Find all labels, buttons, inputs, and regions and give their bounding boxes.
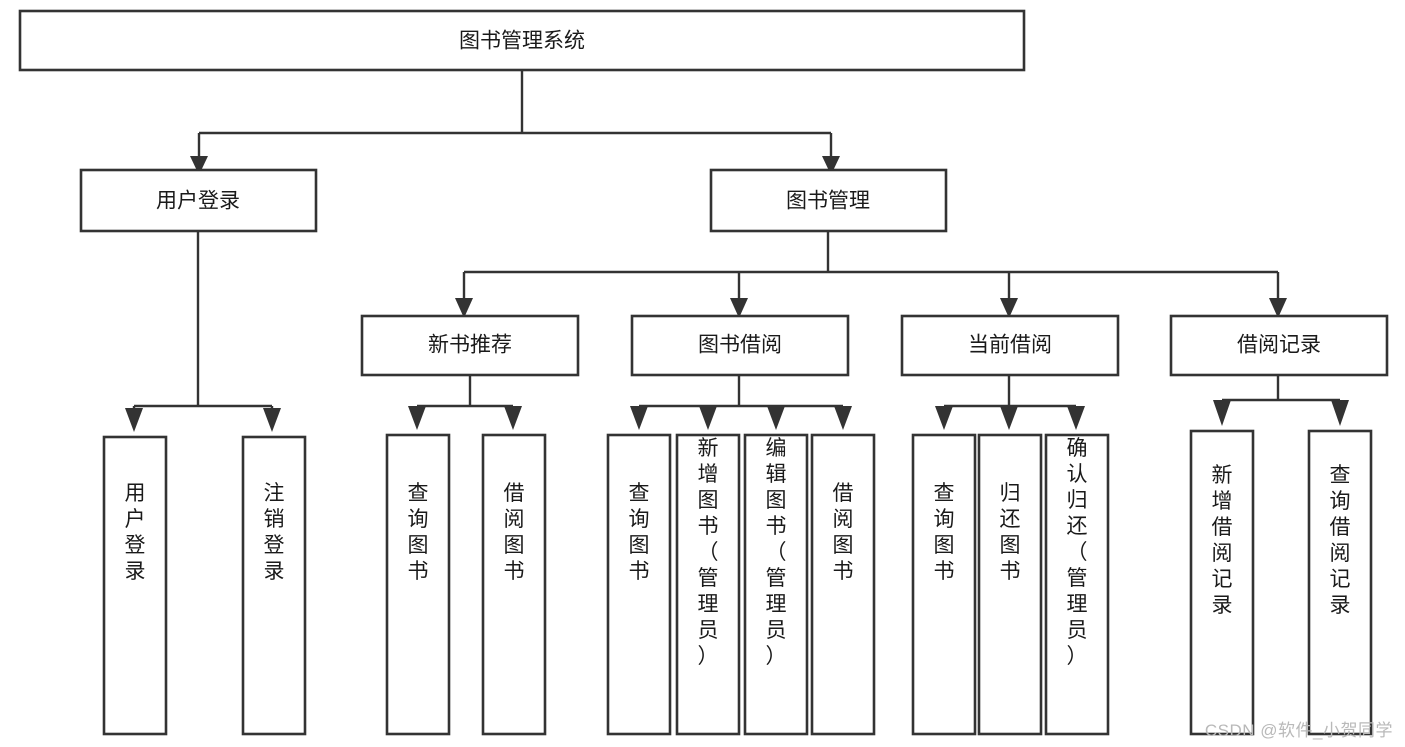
leaf-node[interactable]: 确认归还（管理员） bbox=[1044, 433, 1110, 736]
arrowhead-leaf-return-book bbox=[1000, 406, 1018, 430]
leaf-add-record-label: 新增借阅记录 bbox=[1212, 464, 1233, 617]
leaf-borrow-book-2-label: 借阅图书 bbox=[833, 482, 854, 583]
leaf-query-book-1-label: 查询图书 bbox=[408, 482, 429, 583]
leaf-logout-login-label: 注销登录 bbox=[264, 482, 285, 583]
arrowhead-book-borrow bbox=[730, 298, 748, 318]
arrowhead-leaf-add-book bbox=[699, 406, 717, 430]
leaf-node[interactable]: 查询借阅记录 bbox=[1307, 429, 1373, 736]
user-login-box[interactable] bbox=[79, 168, 318, 233]
csdn-watermark: CSDN @软件_小贺同学 bbox=[1204, 721, 1393, 740]
leaf-logout-login-box[interactable] bbox=[241, 435, 307, 736]
user-login-label: 用户登录 bbox=[156, 190, 240, 213]
arrowhead-leaf-borrow-book-2 bbox=[834, 406, 852, 430]
leaf-query-book-3-label: 查询图书 bbox=[934, 482, 955, 583]
arrowhead-leaf-query-book-2 bbox=[630, 406, 648, 430]
borrow-record-label: 借阅记录 bbox=[1237, 334, 1321, 357]
connector-bookmgmt-to-level3 bbox=[462, 231, 1280, 298]
leaf-return-book-box[interactable] bbox=[977, 433, 1043, 736]
leaf-node[interactable]: 借阅图书 bbox=[481, 433, 547, 736]
node-user-login[interactable]: 用户登录 bbox=[79, 168, 318, 233]
arrowhead-leaf-query-record bbox=[1331, 400, 1349, 426]
leaf-node[interactable]: 查询图书 bbox=[606, 433, 672, 736]
arrowhead-leaf-add-record bbox=[1213, 400, 1231, 426]
leaf-query-book-3-box[interactable] bbox=[911, 433, 977, 736]
leaf-borrow-book-2-box[interactable] bbox=[810, 433, 876, 736]
book-management-box[interactable] bbox=[709, 168, 948, 233]
leaf-edit-book-label: 编辑图书（管理员） bbox=[766, 437, 787, 668]
leaf-query-book-2-label: 查询图书 bbox=[629, 482, 650, 583]
leaf-user-login-box[interactable] bbox=[102, 435, 168, 736]
arrowhead-leaf-borrow-book-1 bbox=[504, 406, 522, 430]
connector-bookborrow-to-leaves bbox=[639, 375, 843, 408]
connector-userlogin-to-leaves bbox=[132, 231, 274, 420]
leaf-query-record-label: 查询借阅记录 bbox=[1330, 464, 1351, 617]
arrowhead-new-book-recommend bbox=[455, 298, 473, 318]
leaf-node[interactable]: 查询图书 bbox=[911, 433, 977, 736]
leaf-borrow-book-1-box[interactable] bbox=[481, 433, 547, 736]
leaf-edit-book-box[interactable] bbox=[743, 433, 809, 736]
leaf-add-record-box[interactable] bbox=[1189, 429, 1255, 736]
connector-newbook-to-leaves bbox=[417, 375, 513, 408]
node-new-book-recommend[interactable]: 新书推荐 bbox=[360, 314, 580, 377]
book-management-label: 图书管理 bbox=[786, 190, 870, 213]
current-borrow-box[interactable] bbox=[900, 314, 1120, 377]
leaf-return-book-label: 归还图书 bbox=[1000, 482, 1021, 583]
connectors-layer bbox=[125, 70, 1349, 432]
book-borrow-label: 图书借阅 bbox=[698, 334, 782, 357]
leaf-node[interactable]: 借阅图书 bbox=[810, 433, 876, 736]
arrowhead-leaf-user-login bbox=[125, 408, 143, 432]
arrowhead-leaf-edit-book bbox=[767, 406, 785, 430]
leaf-node[interactable]: 归还图书 bbox=[977, 433, 1043, 736]
new-book-recommend-box[interactable] bbox=[360, 314, 580, 377]
arrowhead-leaf-logout-login bbox=[263, 408, 281, 432]
leaf-node[interactable]: 用户登录 bbox=[102, 435, 168, 736]
leaf-borrow-book-1-label: 借阅图书 bbox=[504, 482, 525, 583]
leaf-add-book-label: 新增图书（管理员） bbox=[698, 437, 719, 668]
leaf-user-login-label: 用户登录 bbox=[125, 482, 146, 583]
current-borrow-label: 当前借阅 bbox=[968, 334, 1052, 357]
leaf-query-record-box[interactable] bbox=[1307, 429, 1373, 736]
node-current-borrow[interactable]: 当前借阅 bbox=[900, 314, 1120, 377]
leaf-node[interactable]: 新增借阅记录 bbox=[1189, 429, 1255, 736]
connector-borrowrecord-to-leaves bbox=[1222, 375, 1340, 402]
book-borrow-box[interactable] bbox=[630, 314, 850, 377]
node-book-borrow[interactable]: 图书借阅 bbox=[630, 314, 850, 377]
new-book-recommend-label: 新书推荐 bbox=[428, 334, 512, 357]
node-borrow-record[interactable]: 借阅记录 bbox=[1169, 314, 1389, 377]
arrowhead-borrow-record bbox=[1269, 298, 1287, 318]
arrowhead-leaf-query-book-3 bbox=[935, 406, 953, 430]
leaf-add-book-box[interactable] bbox=[675, 433, 741, 736]
leaf-node[interactable]: 编辑图书（管理员） bbox=[743, 433, 809, 736]
arrowhead-user-login bbox=[190, 156, 208, 175]
borrow-record-box[interactable] bbox=[1169, 314, 1389, 377]
root-node-label: 图书管理系统 bbox=[459, 30, 585, 53]
arrowhead-leaf-query-book-1 bbox=[408, 406, 426, 430]
node-book-management[interactable]: 图书管理 bbox=[709, 168, 948, 233]
leaf-query-book-1-box[interactable] bbox=[385, 433, 451, 736]
arrowhead-book-management bbox=[822, 156, 840, 175]
leaf-node[interactable]: 注销登录 bbox=[241, 435, 307, 736]
leaf-node[interactable]: 查询图书 bbox=[385, 433, 451, 736]
leaf-confirm-return-box[interactable] bbox=[1044, 433, 1110, 736]
leaf-query-book-2-box[interactable] bbox=[606, 433, 672, 736]
connector-currentborrow-to-leaves bbox=[944, 375, 1076, 408]
leaf-confirm-return-label: 确认归还（管理员） bbox=[1067, 437, 1088, 668]
arrowhead-leaf-confirm-return bbox=[1067, 406, 1085, 430]
arrowhead-current-borrow bbox=[1000, 298, 1018, 318]
root-node-box[interactable] bbox=[18, 9, 1026, 72]
node-root-system[interactable]: 图书管理系统 bbox=[18, 9, 1026, 72]
leaf-node[interactable]: 新增图书（管理员） bbox=[675, 433, 741, 736]
connector-root-to-level2 bbox=[197, 70, 833, 156]
